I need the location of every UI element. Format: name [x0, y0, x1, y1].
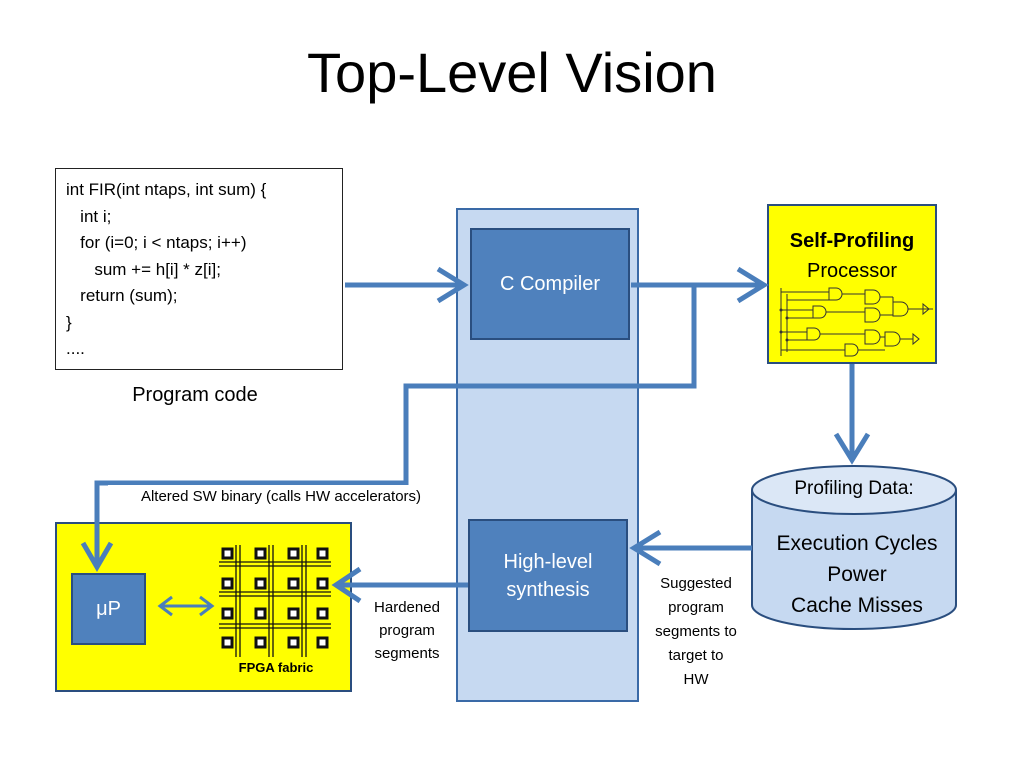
suggested-label-line: program: [668, 599, 724, 616]
code-line: int i;: [66, 206, 112, 226]
code-line: return (sum);: [66, 286, 178, 305]
suggested-label-line: HW: [683, 671, 709, 688]
suggested-label-line: target to: [668, 647, 724, 664]
hls-label-line2: synthesis: [506, 578, 590, 601]
profiling-item: Execution Cycles: [776, 532, 938, 555]
suggested-segments-label: Suggested program segments to target to …: [640, 572, 752, 692]
hls-label-line1: High-level: [503, 550, 593, 573]
code-line: ....: [66, 339, 85, 358]
microprocessor-block: μP: [71, 573, 146, 645]
altered-binary-label: Altered SW binary (calls HW accelerators…: [108, 485, 454, 508]
c-compiler-block: C Compiler: [470, 228, 630, 340]
processor-title: Processor: [806, 260, 898, 282]
profiling-data-header: Profiling Data:: [794, 478, 914, 499]
program-code-box: int FIR(int ntaps, int sum) { int i; for…: [55, 168, 343, 370]
microprocessor-label: μP: [96, 597, 121, 620]
hardened-segments-label: Hardened program segments: [360, 596, 454, 665]
fpga-fabric-label: FPGA fabric: [238, 660, 314, 675]
code-line: }: [66, 312, 72, 332]
suggested-label-line: segments to: [655, 623, 737, 640]
suggested-label-line: Suggested: [660, 575, 732, 592]
code-line: for (i=0; i < ntaps; i++): [66, 233, 247, 252]
hardened-label-line: program: [379, 622, 435, 639]
code-line: int FIR(int ntaps, int sum) {: [66, 180, 267, 199]
compiler-to-processor-arrow: [631, 266, 769, 304]
profiling-to-hls-arrow: [629, 529, 752, 567]
logic-circuit-icon: [779, 287, 933, 357]
self-profiling-processor-block: Self-Profiling Processor: [767, 204, 937, 364]
hardened-label-line: Hardened: [374, 599, 440, 616]
fpga-fabric-icon: [219, 545, 331, 657]
high-level-synthesis-block: High-level synthesis: [468, 519, 628, 632]
page-title: Top-Level Vision: [307, 41, 717, 104]
processor-to-profiling-arrow: [833, 364, 871, 465]
hardened-label-line: segments: [374, 645, 440, 662]
c-compiler-label: C Compiler: [499, 272, 601, 295]
program-code-caption: Program code: [132, 384, 258, 406]
profiling-data-items: Execution Cycles Power Cache Misses: [752, 528, 962, 621]
profiling-item: Power: [827, 563, 887, 586]
code-line: sum += h[i] * z[i];: [66, 259, 221, 279]
code-to-compiler-arrow: [345, 266, 469, 304]
processor-title-bold: Self-Profiling: [789, 230, 915, 252]
profiling-item: Cache Misses: [791, 594, 923, 617]
